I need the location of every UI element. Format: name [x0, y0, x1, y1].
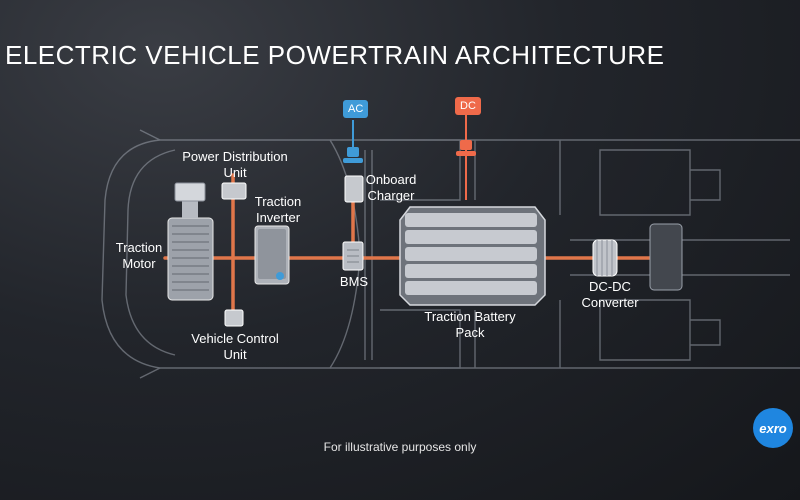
- pdu-label: Power Distribution Unit: [182, 149, 288, 180]
- traction-inverter: [254, 225, 290, 285]
- battery-pack: [399, 206, 546, 306]
- dcdc-converter: [592, 239, 618, 277]
- exro-logo: exro: [753, 408, 793, 448]
- vcu-label: Vehicle Control Unit: [191, 331, 279, 362]
- inverter-badge-icon: [276, 272, 284, 280]
- footnote: For illustrative purposes only: [323, 440, 477, 454]
- rear-unit: [649, 223, 683, 291]
- bms-box: [342, 241, 364, 271]
- ac-plug-icon: [343, 147, 363, 163]
- bms-label: BMS: [339, 274, 369, 289]
- dc-tag: DC: [455, 97, 481, 115]
- vcu-box: [224, 309, 244, 327]
- traction-motor: [167, 182, 214, 301]
- ac-tag: AC: [343, 100, 369, 118]
- inverter-label: Traction Inverter: [254, 194, 302, 225]
- dcdc-label: DC-DC Converter: [581, 279, 639, 310]
- page-title: ELECTRIC VEHICLE POWERTRAIN ARCHITECTURE: [5, 40, 665, 70]
- charger-box: [344, 175, 364, 203]
- pdu-box: [221, 182, 247, 200]
- dc-plug-icon: [456, 140, 476, 156]
- charger-label: Onboard Charger: [365, 172, 417, 203]
- battery-label: Traction Battery Pack: [424, 309, 516, 340]
- motor-label: Traction Motor: [115, 240, 163, 271]
